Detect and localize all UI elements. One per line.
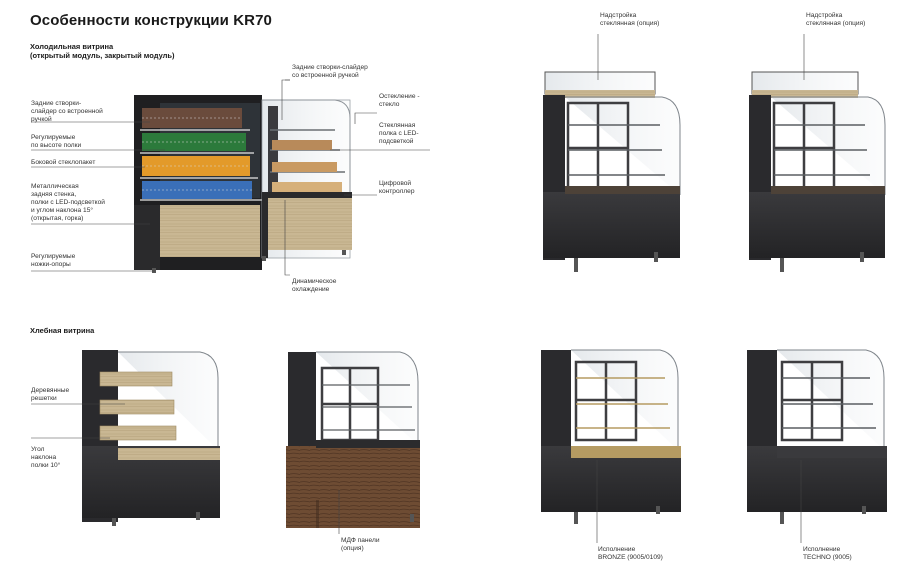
techno-showcase-illustration	[747, 349, 887, 524]
page-title: Особенности конструкции KR70	[30, 12, 272, 29]
bronze-showcase-illustration	[541, 349, 681, 524]
open-module-wood-panel	[160, 205, 260, 257]
section-bread-heading: Хлебная витрина	[30, 326, 95, 335]
section-cold-line1: Холодильная витрина	[30, 42, 114, 51]
drinks-rows	[140, 108, 262, 201]
leader-lines	[31, 34, 805, 543]
label-glazing: Остекление -стекло	[379, 93, 420, 108]
mdf-showcase-illustration	[286, 351, 420, 528]
superstructure-showcase-2	[749, 71, 886, 272]
superstructure-showcase-1	[543, 71, 681, 272]
bread-showcase-illustration	[82, 350, 220, 526]
label-mdf-panels: МДФ панели(опция)	[341, 537, 380, 552]
closed-module-wood-panel	[268, 192, 352, 250]
section-cold-heading: Холодильная витрина (открытый модуль, за…	[30, 42, 175, 60]
label-side-glass: Боковой стеклопакет	[31, 159, 96, 166]
cold-showcase-illustration	[134, 95, 352, 273]
section-cold-line2: (открытый модуль, закрытый модуль)	[30, 51, 175, 60]
